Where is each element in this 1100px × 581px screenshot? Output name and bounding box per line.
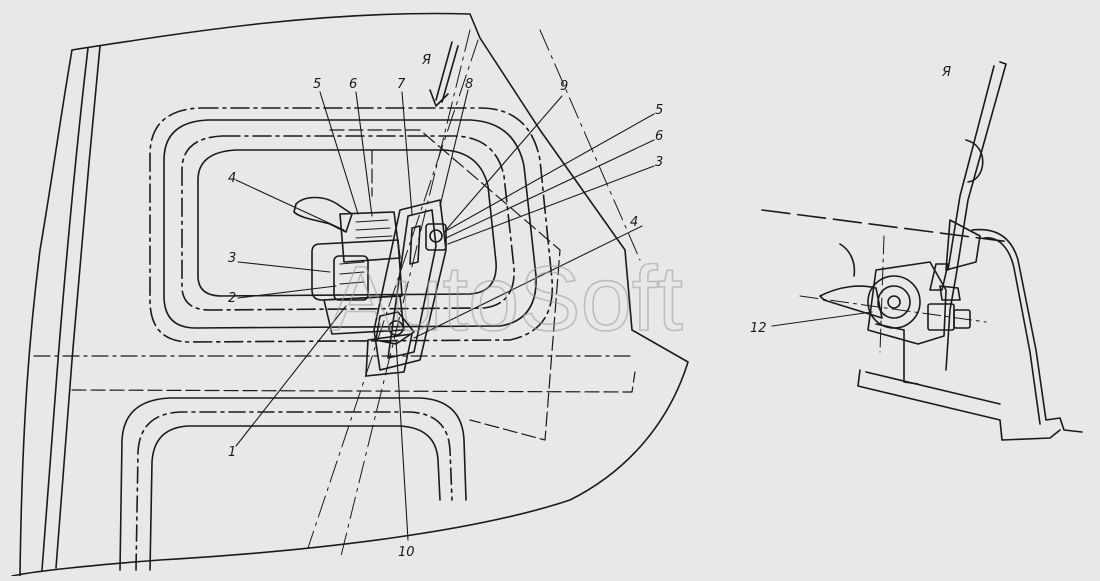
callout-8: 8 bbox=[465, 77, 473, 92]
callout-2: 2 bbox=[228, 291, 236, 306]
callout-3-right: 3 bbox=[655, 155, 663, 170]
mechanism-contour bbox=[71, 129, 636, 441]
callout-4-left: 4 bbox=[228, 171, 236, 186]
callouts-right: Я 12 bbox=[750, 65, 951, 336]
callout-6-right: 6 bbox=[655, 129, 663, 144]
callout-9: 9 bbox=[560, 79, 568, 94]
detail-lock-mechanism bbox=[799, 235, 987, 385]
leader-lines-left bbox=[235, 89, 655, 541]
callout-1: 1 bbox=[228, 445, 236, 460]
callout-7: 7 bbox=[397, 77, 406, 92]
callout-10: 10 bbox=[398, 545, 415, 560]
detail-view-panel bbox=[761, 61, 1083, 441]
callout-5-left: 5 bbox=[313, 77, 321, 92]
center-lines bbox=[307, 29, 641, 561]
detail-view-label: Я bbox=[941, 65, 951, 80]
body-panel-outline bbox=[11, 12, 689, 577]
window-frame-outer bbox=[149, 107, 554, 343]
callout-3-left: 3 bbox=[228, 251, 236, 266]
callout-5-right: 5 bbox=[655, 103, 663, 118]
hinge-assembly bbox=[365, 199, 447, 377]
view-arrow-label: Я bbox=[421, 53, 431, 68]
lower-opening-outline bbox=[119, 397, 467, 571]
watermark-text: AutoSoft bbox=[330, 248, 683, 350]
callout-6-left: 6 bbox=[349, 77, 357, 92]
lock-handle-assembly bbox=[293, 196, 405, 335]
callouts-left: 5 6 7 8 9 5 6 3 4 3 2 4 1 10 Я bbox=[228, 53, 663, 560]
callout-12: 12 bbox=[750, 321, 767, 336]
leader-lines-right bbox=[771, 311, 873, 327]
callout-4-right: 4 bbox=[630, 215, 638, 230]
view-arrow bbox=[429, 41, 459, 107]
